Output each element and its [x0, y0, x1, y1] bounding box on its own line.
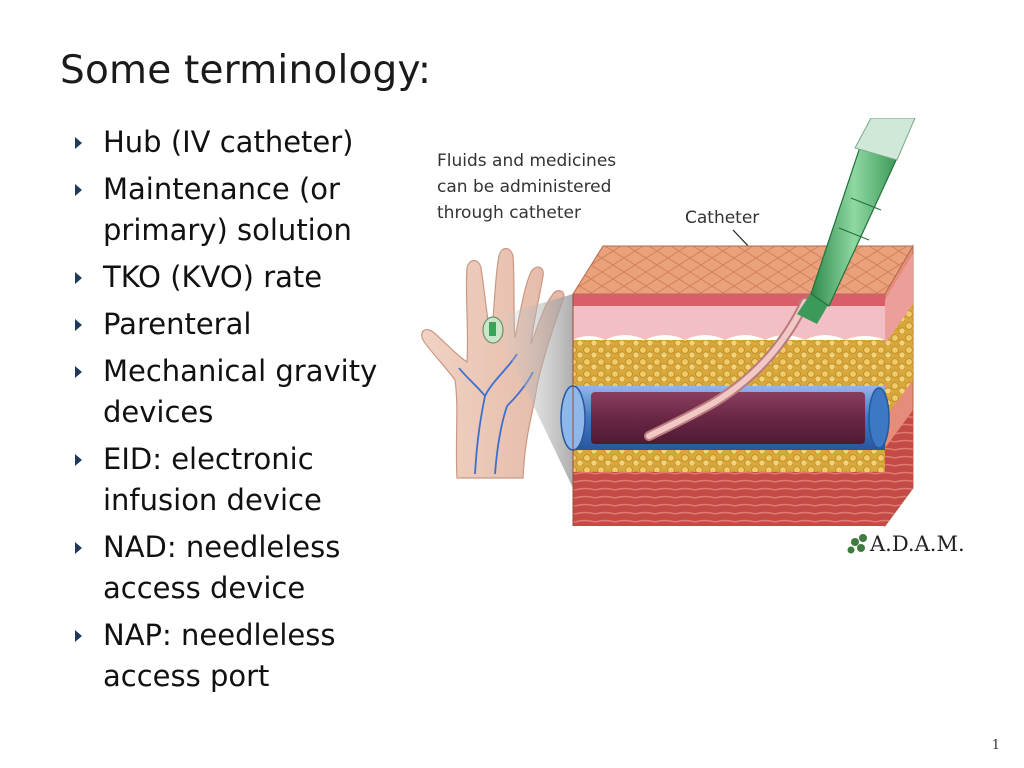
bullet-marker-icon [75, 630, 82, 642]
bullet-text: NAP: needleless access port [103, 618, 336, 693]
bullet-item: NAD: needleless access device [74, 527, 419, 609]
caption-line: Fluids and medicines [437, 151, 616, 171]
bullet-item: Mechanical gravity devices [74, 351, 419, 433]
bullet-item: Maintenance (or primary) solution [74, 169, 419, 251]
zoom-cone [505, 294, 573, 488]
syringe-hub-icon [644, 118, 916, 441]
slide-title: Some terminology: [60, 48, 432, 93]
vein-icon [591, 392, 865, 444]
catheter-label: Catheter [685, 208, 759, 228]
caption-line: through catheter [437, 203, 581, 223]
caption-line: can be administered [437, 177, 611, 197]
bullet-marker-icon [75, 184, 82, 196]
adam-logo-text: A.D.A.M. [869, 532, 965, 556]
hand-icon [421, 247, 565, 479]
adam-logo-icon [847, 534, 867, 554]
bullet-marker-icon [75, 366, 82, 378]
bullet-text: Hub (IV catheter) [103, 125, 354, 159]
bullet-text: EID: electronic infusion device [103, 442, 322, 517]
bullet-item: Parenteral [74, 304, 419, 345]
bullet-text: Mechanical gravity devices [103, 354, 378, 429]
bullet-item: Hub (IV catheter) [74, 122, 419, 163]
bullet-marker-icon [75, 137, 82, 149]
bullet-marker-icon [75, 542, 82, 554]
bullet-item: EID: electronic infusion device [74, 439, 419, 521]
bullet-marker-icon [75, 272, 82, 284]
bullet-item: TKO (KVO) rate [74, 257, 419, 298]
bullet-text: TKO (KVO) rate [103, 260, 323, 294]
bullet-text: Parenteral [103, 307, 252, 341]
iv-catheter-illustration: Fluids and medicines can be administered… [415, 118, 975, 568]
bullet-marker-icon [75, 454, 82, 466]
bullet-text: NAD: needleless access device [103, 530, 341, 605]
bullet-marker-icon [75, 319, 82, 331]
bullet-text: Maintenance (or primary) solution [103, 172, 352, 247]
page-number: 1 [991, 738, 1000, 753]
terminology-list: Hub (IV catheter) Maintenance (or primar… [74, 122, 419, 703]
iv-catheter-diagram: Fluids and medicines can be administered… [421, 118, 965, 556]
bullet-item: NAP: needleless access port [74, 615, 419, 697]
